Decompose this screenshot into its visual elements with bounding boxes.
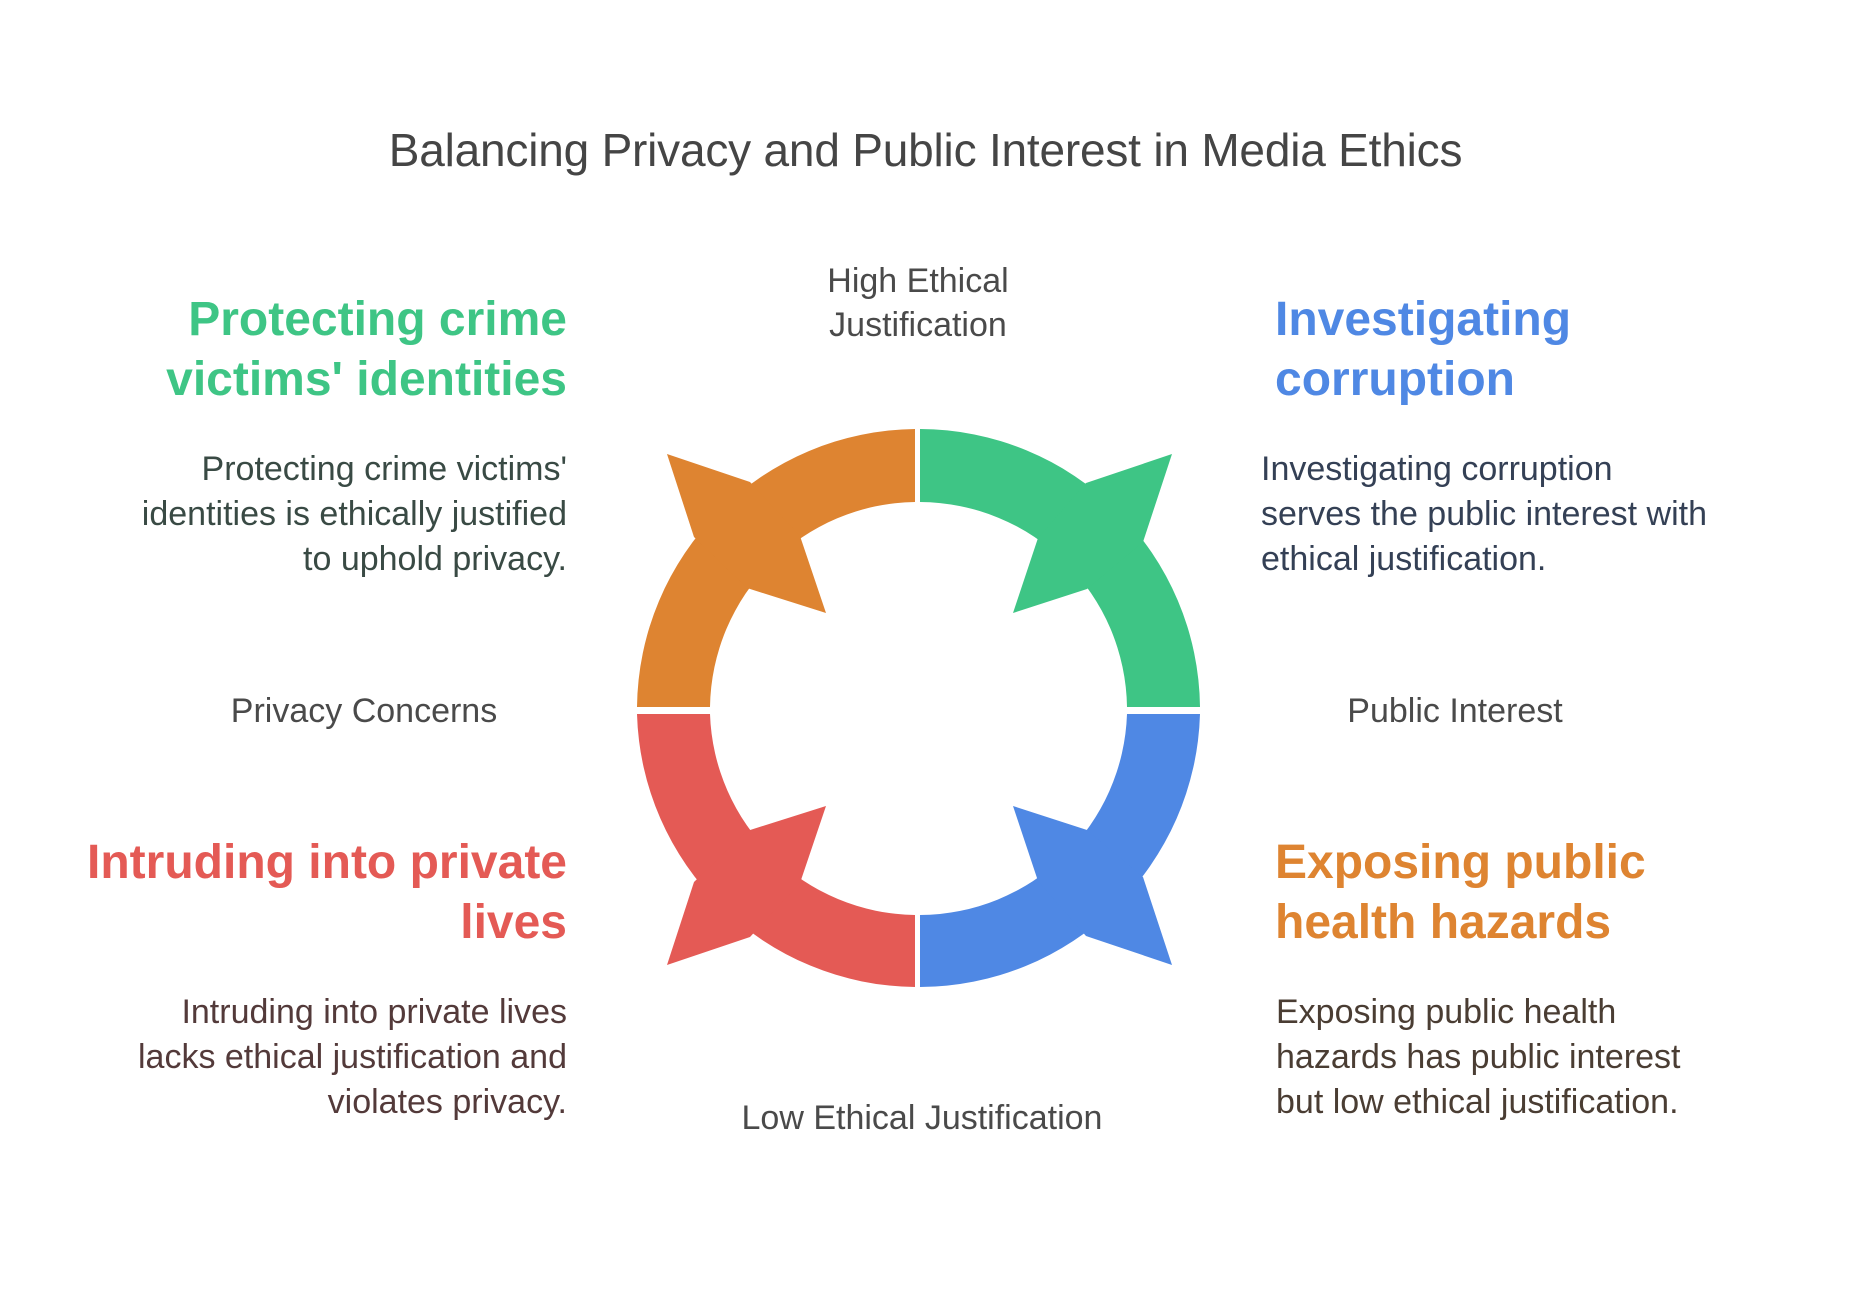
description-line: violates privacy. bbox=[327, 1083, 567, 1121]
heading-line: corruption bbox=[1275, 353, 1515, 406]
quadrant-heading-investigating-corruption: Investigating corruption bbox=[1275, 290, 1775, 410]
arrow-star-icon bbox=[667, 806, 826, 965]
axis-label-line: Justification bbox=[829, 306, 1007, 344]
quadrant-heading-intruding-private-lives: Intruding into private lives bbox=[67, 833, 567, 953]
description-line: Investigating corruption bbox=[1261, 450, 1613, 488]
description-line: Exposing public health bbox=[1276, 993, 1617, 1031]
arrow-star-icon bbox=[1013, 454, 1172, 613]
heading-line: Exposing public bbox=[1275, 836, 1646, 889]
description-line: identities is ethically justified bbox=[141, 495, 567, 533]
heading-line: lives bbox=[460, 896, 567, 949]
axis-label-high-ethical-justification: High Ethical Justification bbox=[718, 259, 1118, 347]
description-line: Protecting crime victims' bbox=[201, 450, 567, 488]
axis-label-low-ethical-justification: Low Ethical Justification bbox=[741, 1099, 1103, 1137]
description-line: to uphold privacy. bbox=[303, 540, 567, 578]
quadrant-description-protecting-victims: Protecting crime victims' identities is … bbox=[47, 447, 567, 582]
ring-segment-top-left bbox=[637, 429, 915, 707]
quadrant-description-intruding-private-lives: Intruding into private lives lacks ethic… bbox=[47, 990, 567, 1125]
description-line: hazards has public interest bbox=[1276, 1038, 1681, 1076]
description-line: serves the public interest with bbox=[1261, 495, 1707, 533]
quadrant-description-investigating-corruption: Investigating corruption serves the publ… bbox=[1261, 447, 1781, 582]
axis-label-line: High Ethical bbox=[827, 262, 1009, 300]
axis-label-public-interest: Public Interest bbox=[1347, 692, 1563, 730]
ring-segment-top-right bbox=[920, 429, 1200, 707]
heading-line: health hazards bbox=[1275, 896, 1612, 949]
heading-line: victims' identities bbox=[166, 353, 567, 406]
description-line: Intruding into private lives bbox=[181, 993, 567, 1031]
ring-segment-bottom-right bbox=[920, 714, 1200, 987]
ring-segment-bottom-left bbox=[637, 714, 915, 987]
quadrant-description-exposing-health-hazards: Exposing public health hazards has publi… bbox=[1276, 990, 1796, 1125]
quadrant-heading-protecting-victims: Protecting crime victims' identities bbox=[67, 290, 567, 410]
heading-line: Protecting crime bbox=[188, 293, 567, 346]
arrow-star-icon bbox=[1013, 806, 1172, 965]
description-line: ethical justification. bbox=[1261, 540, 1547, 578]
description-line: but low ethical justification. bbox=[1276, 1083, 1679, 1121]
quadrant-heading-exposing-health-hazards: Exposing public health hazards bbox=[1275, 833, 1775, 953]
arrow-star-icon bbox=[667, 454, 826, 613]
heading-line: Investigating bbox=[1275, 293, 1572, 346]
description-line: lacks ethical justification and bbox=[137, 1038, 567, 1076]
axis-label-privacy-concerns: Privacy Concerns bbox=[230, 692, 498, 730]
heading-line: Intruding into private bbox=[87, 836, 567, 889]
diagram-title: Balancing Privacy and Public Interest in… bbox=[388, 124, 1463, 176]
